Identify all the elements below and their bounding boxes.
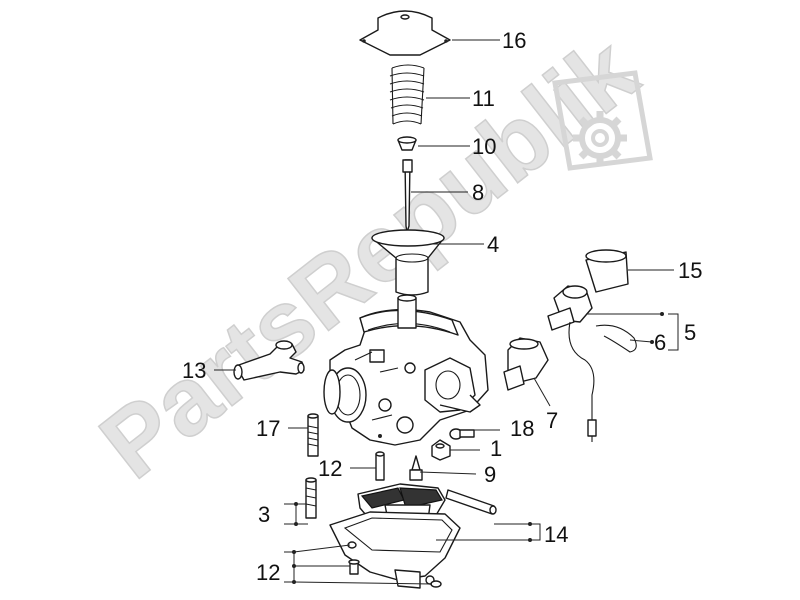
part-enrichener bbox=[305, 477, 317, 519]
part-slide bbox=[371, 229, 445, 296]
gear-icon bbox=[552, 70, 653, 171]
callout-18: 18 bbox=[510, 416, 534, 441]
callout-9: 9 bbox=[484, 462, 496, 487]
callout-17: 17 bbox=[256, 416, 280, 441]
part-screw bbox=[449, 428, 475, 440]
callout-11: 11 bbox=[472, 86, 495, 111]
part-float-bowl bbox=[329, 511, 461, 589]
part-pilot-screw bbox=[307, 413, 319, 457]
callout-1: 1 bbox=[490, 436, 502, 461]
callout-13: 13 bbox=[182, 358, 206, 383]
callout-labels: 16 11 10 8 4 15 5 6 7 13 17 18 1 12 9 3 … bbox=[182, 28, 702, 585]
part-sleeve bbox=[585, 249, 629, 293]
part-elbow-fitting bbox=[233, 340, 305, 381]
callout-14: 14 bbox=[544, 522, 568, 547]
part-cap bbox=[359, 10, 451, 56]
part-carburetor-body bbox=[323, 294, 489, 446]
part-spring bbox=[389, 64, 425, 125]
callout-16: 16 bbox=[502, 28, 526, 53]
part-main-jet bbox=[431, 439, 451, 461]
callout-4: 4 bbox=[487, 232, 499, 257]
part-slow-jet bbox=[375, 451, 385, 481]
part-float-needle bbox=[409, 455, 423, 481]
leader-lines bbox=[214, 39, 679, 585]
callout-12-upper: 12 bbox=[318, 456, 342, 481]
callout-12-lower: 12 bbox=[256, 560, 280, 585]
part-starter-cover bbox=[503, 337, 549, 391]
part-bushing bbox=[397, 136, 417, 151]
part-clip bbox=[595, 324, 637, 353]
callout-3: 3 bbox=[258, 502, 270, 527]
callout-6: 6 bbox=[654, 330, 666, 355]
callout-7: 7 bbox=[546, 408, 558, 433]
part-tube bbox=[445, 489, 497, 515]
callout-5: 5 bbox=[684, 320, 696, 345]
part-needle bbox=[402, 159, 413, 233]
callout-10: 10 bbox=[472, 134, 496, 159]
callout-8: 8 bbox=[472, 180, 484, 205]
callout-15: 15 bbox=[678, 258, 702, 283]
part-starter bbox=[547, 285, 597, 442]
